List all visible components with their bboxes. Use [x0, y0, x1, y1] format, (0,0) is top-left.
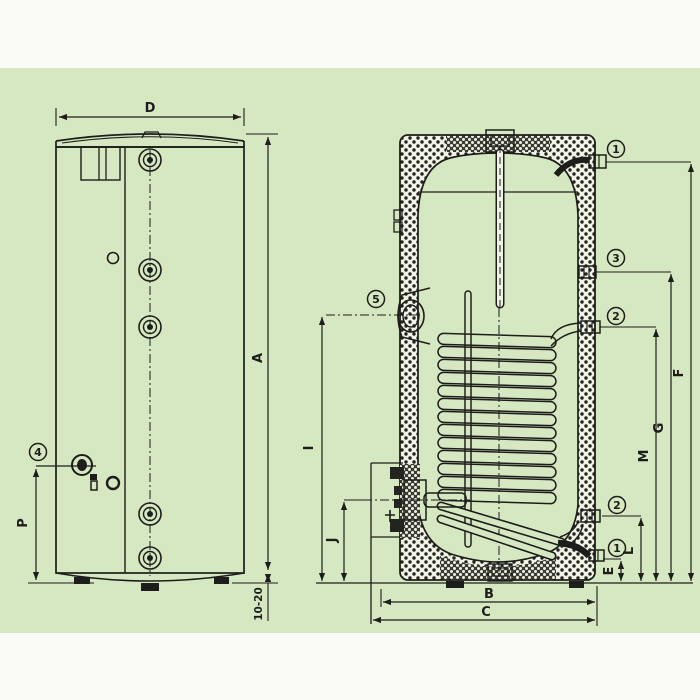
port1-bottom-fitting: [557, 539, 605, 562]
dim-label-L: L: [622, 547, 637, 555]
port2-lower-callout: 2: [607, 495, 627, 515]
dimension-D: D: [55, 101, 245, 126]
inner-tank-outline: [417, 152, 579, 563]
dimension-I: I: [302, 317, 326, 581]
dim-label-M: M: [637, 450, 652, 463]
port5-number: 5: [372, 293, 380, 306]
dimension-G: G: [596, 271, 675, 581]
heater-flange-assembly: [346, 462, 470, 624]
dim-label-foot-range: 10-20: [253, 587, 265, 621]
port4-fitting: [36, 454, 98, 491]
dimension-B: B: [380, 586, 598, 626]
bottom-drain: [487, 563, 513, 582]
port1-number: 1: [613, 542, 621, 555]
lid-outer-arc: [55, 133, 245, 142]
dim-label-D: D: [145, 101, 156, 116]
dimension-C: C: [373, 605, 595, 624]
drain-cock-mark: [385, 510, 395, 522]
port3-number: 3: [612, 252, 620, 265]
dimension-foot-height: 10-20: [232, 573, 278, 621]
left-elevation-view: D A 10-20 P: [16, 101, 278, 621]
dimension-A: A: [246, 133, 278, 570]
sensor-boss: [138, 258, 162, 282]
lid-cap: [141, 131, 162, 139]
coil-lower-tubes: [436, 501, 584, 561]
sensor-boss: [138, 502, 162, 526]
port3-callout: 3: [606, 248, 626, 268]
flange-bolt: [390, 519, 404, 532]
dim-label-B: B: [484, 587, 494, 602]
small-port-hole: [106, 251, 120, 265]
port4-callout: 4: [28, 442, 48, 462]
port2-upper-callout: 2: [606, 306, 626, 326]
lid-inner-arc: [61, 136, 239, 144]
port1-top-callout: 1: [606, 139, 626, 159]
port1-number: 1: [612, 143, 620, 156]
foot: [569, 581, 584, 588]
dim-label-I: I: [302, 446, 317, 451]
bottom-skirt: [55, 572, 245, 582]
dim-label-J: J: [325, 538, 340, 544]
tank-body-outline: [55, 146, 245, 574]
dimension-F: F: [606, 161, 695, 581]
port2-number: 2: [612, 310, 620, 323]
dimension-L: L: [602, 515, 645, 581]
wall-bracket: [393, 209, 403, 221]
dimension-E: E: [602, 558, 625, 581]
port5-callout: 5: [366, 289, 386, 309]
dim-label-A: A: [251, 353, 266, 363]
dimension-M: M: [600, 326, 660, 581]
lid-band: [55, 141, 245, 148]
small-port-ring: [105, 475, 121, 491]
dim-label-P: P: [16, 518, 31, 528]
dim-label-C: C: [481, 605, 491, 620]
port1-bottom-callout: 1: [607, 538, 627, 558]
port2-lower-fitting: [580, 509, 601, 523]
foot: [446, 581, 464, 588]
right-section-view: F G M L E: [302, 129, 695, 626]
heat-exchanger-coil: [436, 322, 584, 561]
port2-number: 2: [613, 499, 621, 512]
dimension-J: J: [325, 499, 364, 581]
foot: [141, 583, 159, 591]
sensor-boss: [138, 546, 162, 570]
wall-bracket: [393, 221, 403, 233]
sensor-boss: [138, 315, 162, 339]
dim-label-E: E: [602, 567, 617, 576]
dimension-P: P: [16, 469, 94, 584]
junction-box: [80, 146, 121, 181]
dim-label-F: F: [672, 369, 687, 378]
dim-label-G: G: [652, 423, 667, 434]
foot: [214, 577, 229, 584]
top-band-dense-insulation: [446, 135, 550, 152]
sensor-boss: [138, 148, 162, 172]
port5-boss: [326, 287, 431, 345]
foot: [74, 577, 90, 584]
flange-bolt: [390, 467, 404, 479]
port4-number: 4: [34, 446, 42, 459]
